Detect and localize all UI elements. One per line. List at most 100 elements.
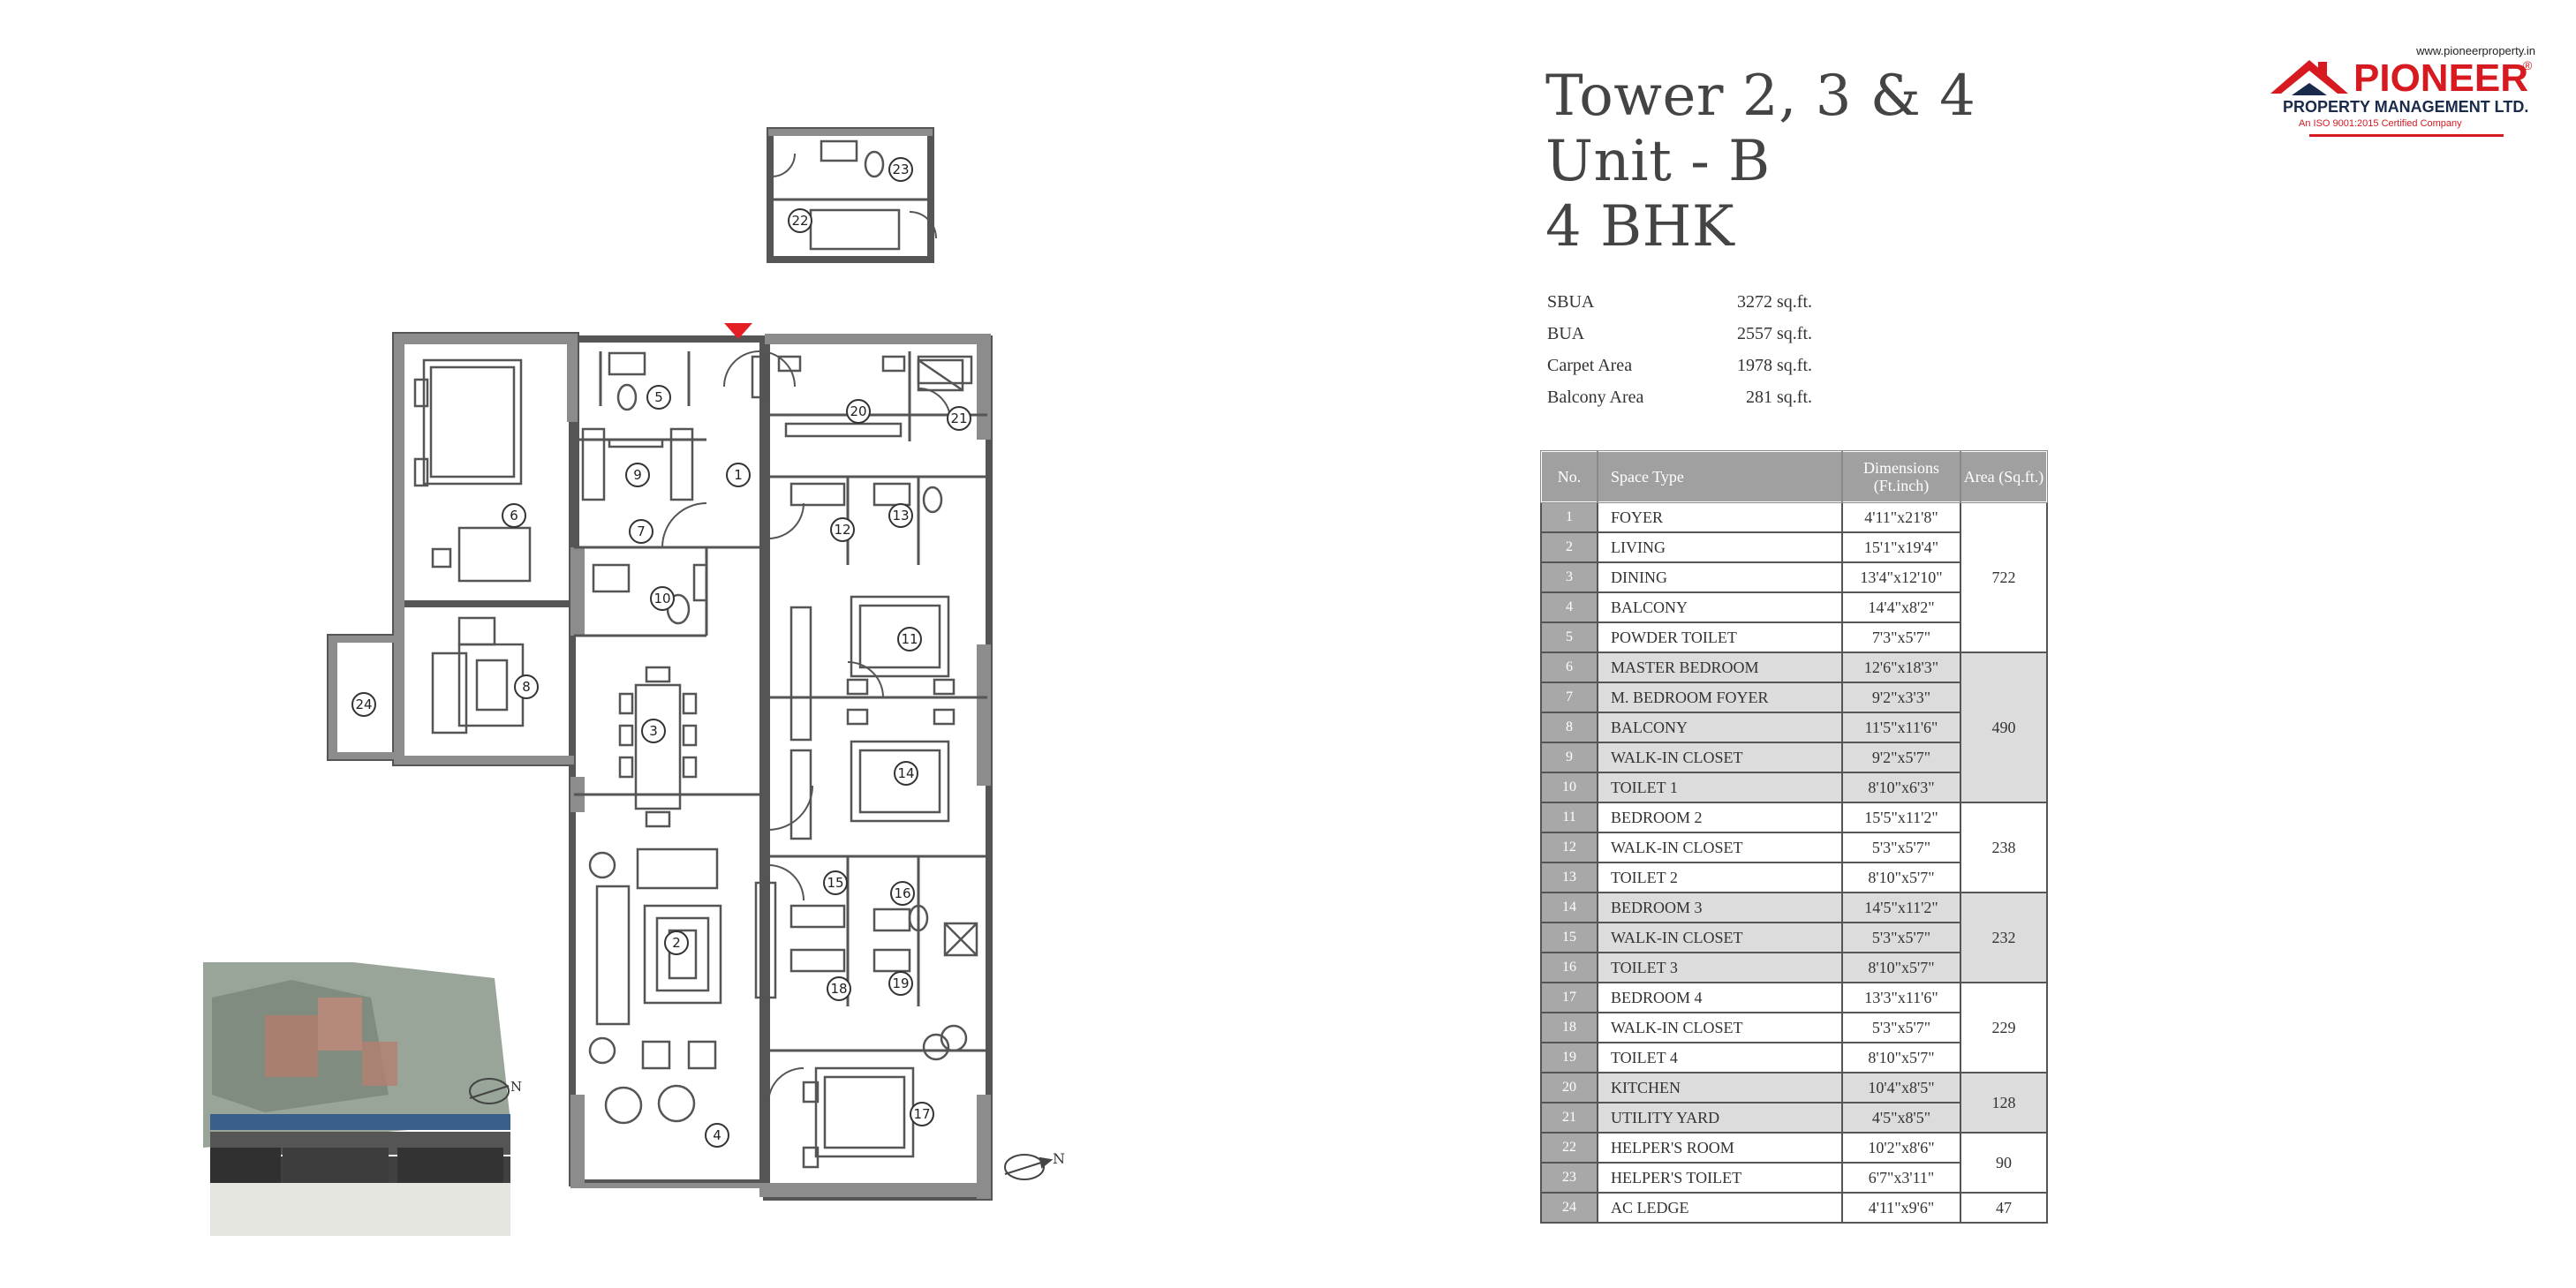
cell-no: 11 <box>1540 802 1598 833</box>
cell-dimensions: 7'3"x5'7" <box>1841 621 1961 653</box>
svg-text:2: 2 <box>672 935 681 951</box>
cell-space-type: WALK-IN CLOSET <box>1597 922 1843 953</box>
entry-arrow-icon <box>724 323 752 339</box>
house-logo-icon <box>2270 60 2348 95</box>
cell-space-type: WALK-IN CLOSET <box>1597 1012 1843 1043</box>
cell-space-type: HELPER'S ROOM <box>1597 1132 1843 1164</box>
cell-space-type: M. BEDROOM FOYER <box>1597 682 1843 713</box>
cell-no: 5 <box>1540 621 1598 653</box>
area-label: BUA <box>1547 323 1585 343</box>
cell-dimensions: 14'4"x8'2" <box>1841 591 1961 623</box>
cell-dimensions: 4'5"x8'5" <box>1841 1102 1961 1134</box>
floor-plan-svg: 1 2 3 4 5 6 7 8 9 10 11 12 13 14 15 16 1… <box>200 127 1065 1241</box>
cell-area: 722 <box>1960 501 2048 653</box>
cell-space-type: MASTER BEDROOM <box>1597 652 1843 683</box>
room-markers: 1 2 3 4 5 6 7 8 9 10 11 12 13 14 15 16 1… <box>351 157 971 1148</box>
cell-area: 90 <box>1960 1132 2048 1194</box>
cell-no: 7 <box>1540 682 1598 713</box>
svg-text:17: 17 <box>913 1106 930 1122</box>
door-swings <box>661 153 951 1104</box>
cell-dimensions: 8'10"x6'3" <box>1841 772 1961 803</box>
cell-space-type: BALCONY <box>1597 712 1843 743</box>
area-label: Carpet Area <box>1547 355 1633 375</box>
cell-no: 21 <box>1540 1102 1598 1134</box>
title-block: Tower 2, 3 & 4 Unit - B 4 BHK <box>1545 64 1975 260</box>
room-marker: 5 <box>646 385 671 410</box>
room-marker: 21 <box>947 406 971 431</box>
cell-space-type: TOILET 4 <box>1597 1042 1843 1073</box>
area-summary: SBUA 3272 sq.ft. BUA 2557 sq.ft. Carpet … <box>1547 286 1918 413</box>
cell-dimensions: 11'5"x11'6" <box>1841 712 1961 743</box>
cell-area: 232 <box>1960 892 2048 983</box>
area-label: SBUA <box>1547 291 1595 312</box>
room-marker: 1 <box>726 463 751 487</box>
room-marker: 11 <box>897 627 922 652</box>
cell-no: 17 <box>1540 982 1598 1013</box>
area-value: 1978 sq.ft. <box>1737 355 1812 375</box>
cell-dimensions: 12'6"x18'3" <box>1841 652 1961 683</box>
room-marker: 19 <box>888 971 913 996</box>
unit-title: Unit - B <box>1545 129 1771 194</box>
cell-no: 15 <box>1540 922 1598 953</box>
cell-no: 18 <box>1540 1012 1598 1043</box>
cell-dimensions: 4'11"x21'8" <box>1841 501 1961 533</box>
config-title: 4 BHK <box>1545 194 1735 260</box>
brand-registered: ® <box>2523 58 2533 72</box>
cell-no: 12 <box>1540 832 1598 863</box>
cell-no: 8 <box>1540 712 1598 743</box>
cell-space-type: LIVING <box>1597 531 1843 563</box>
floor-plan: 1 2 3 4 5 6 7 8 9 10 11 12 13 14 15 16 1… <box>200 127 1065 1241</box>
header-no: No. <box>1540 450 1598 503</box>
room-marker: 16 <box>890 881 915 906</box>
svg-text:16: 16 <box>894 885 910 901</box>
svg-text:5: 5 <box>654 389 663 405</box>
cell-space-type: AC LEDGE <box>1597 1192 1843 1224</box>
furniture <box>413 139 978 1169</box>
brand-certification: An ISO 9001:2015 Certified Company <box>2299 118 2462 129</box>
cell-space-type: TOILET 3 <box>1597 952 1843 983</box>
room-marker: 24 <box>351 692 376 717</box>
cell-dimensions: 14'5"x11'2" <box>1841 892 1961 923</box>
cell-area: 128 <box>1960 1072 2048 1134</box>
cell-dimensions: 13'4"x12'10" <box>1841 561 1961 593</box>
cell-no: 23 <box>1540 1162 1598 1194</box>
cell-space-type: TOILET 1 <box>1597 772 1843 803</box>
header-dimensions: Dimensions (Ft.inch) <box>1841 450 1961 503</box>
cell-no: 13 <box>1540 862 1598 893</box>
svg-text:8: 8 <box>522 679 531 695</box>
keyplan-north-label: N <box>510 1079 522 1095</box>
cell-dimensions: 5'3"x5'7" <box>1841 922 1961 953</box>
room-marker: 9 <box>625 463 650 487</box>
cell-dimensions: 5'3"x5'7" <box>1841 832 1961 863</box>
key-plan <box>200 953 514 1241</box>
room-marker: 23 <box>888 157 913 182</box>
cell-dimensions: 9'2"x5'7" <box>1841 742 1961 773</box>
cell-no: 10 <box>1540 772 1598 803</box>
cell-no: 20 <box>1540 1072 1598 1103</box>
svg-text:24: 24 <box>355 697 372 712</box>
cell-space-type: TOILET 2 <box>1597 862 1843 893</box>
cell-dimensions: 8'10"x5'7" <box>1841 862 1961 893</box>
room-marker: 17 <box>910 1102 934 1126</box>
cell-no: 2 <box>1540 531 1598 563</box>
cell-dimensions: 8'10"x5'7" <box>1841 1042 1961 1073</box>
keyplan-north-icon <box>469 1078 510 1104</box>
interior-walls <box>574 198 987 1052</box>
room-marker: 20 <box>846 399 871 424</box>
area-value: 281 sq.ft. <box>1746 387 1812 407</box>
